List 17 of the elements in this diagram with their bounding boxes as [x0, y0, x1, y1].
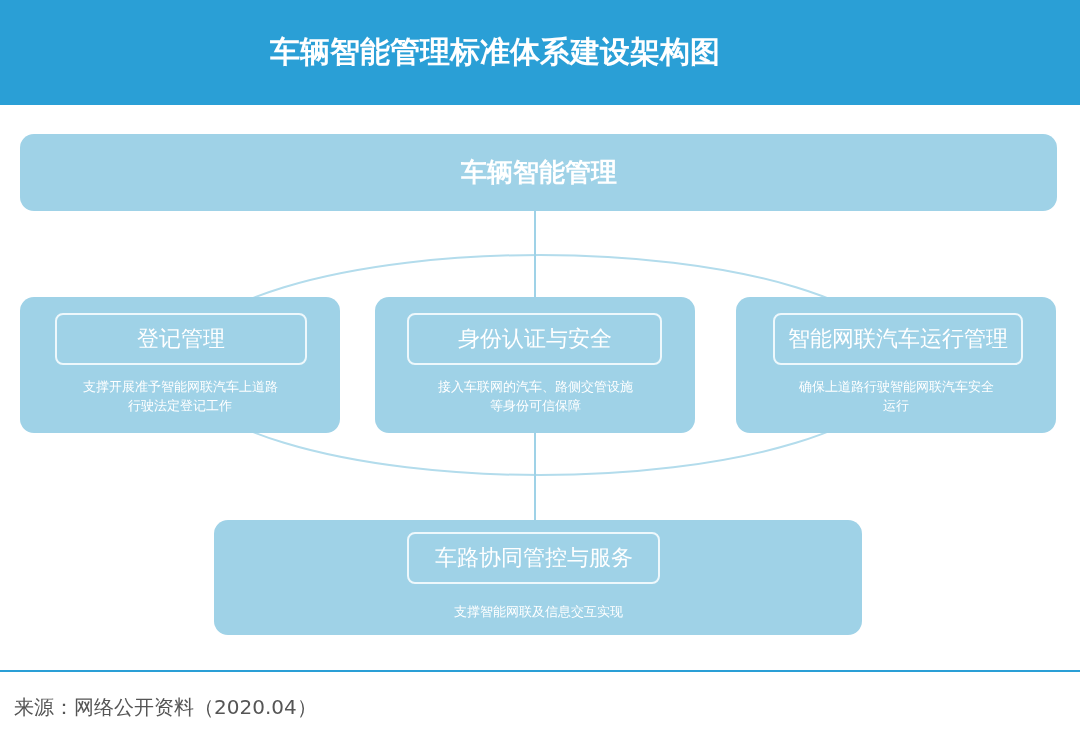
description: 支撑开展准予智能网联汽车上道路行驶法定登记工作: [81, 378, 279, 415]
title-box: 车路协同管控与服务: [407, 532, 660, 584]
connector-line: [534, 210, 536, 298]
connector-line: [534, 432, 536, 521]
description: 接入车联网的汽车、路侧交管设施等身份可信保障: [436, 378, 634, 415]
source-note: 来源：网络公开资料（2020.04）: [14, 694, 317, 721]
category-card: [20, 297, 340, 433]
title-box: 身份认证与安全: [407, 313, 662, 365]
description: 支撑智能网联及信息交互实现: [452, 603, 624, 621]
title-box: 智能网联汽车运行管理: [773, 313, 1023, 365]
category-card: [736, 297, 1056, 433]
category-card: [375, 297, 695, 433]
category-card: [214, 520, 862, 635]
title-box: 登记管理: [55, 313, 307, 365]
description: 确保上道路行驶智能网联汽车安全运行: [797, 378, 995, 415]
title: 车辆智能管理标准体系建设架构图: [270, 33, 720, 71]
top-box: 车辆智能管理: [20, 134, 1057, 211]
